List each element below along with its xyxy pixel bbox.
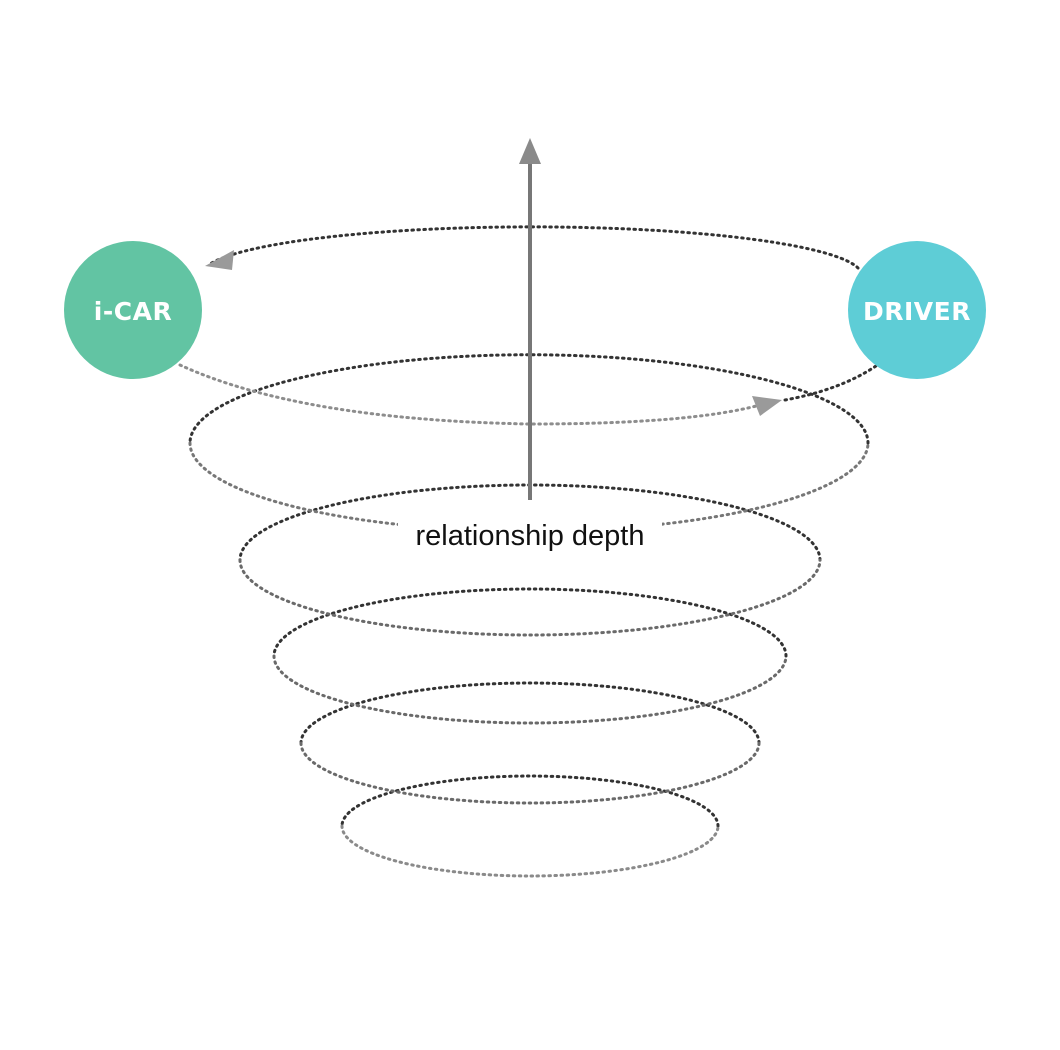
axis-label-background bbox=[398, 508, 662, 562]
driver-node-circle bbox=[848, 241, 986, 379]
axis-arrowhead bbox=[519, 138, 541, 164]
axis-label: relationship depth bbox=[416, 520, 645, 552]
driver-node: DRIVER bbox=[848, 241, 986, 379]
driver-node-label: DRIVER bbox=[863, 297, 971, 326]
arrowhead-to-icar bbox=[205, 250, 234, 270]
spiral-ring-6-front bbox=[340, 824, 720, 878]
spiral-ring-1-front-right bbox=[783, 364, 878, 402]
arrowhead-to-driver bbox=[752, 396, 782, 416]
spiral-ring-1-front bbox=[178, 363, 762, 426]
icar-node-label: i-CAR bbox=[94, 297, 172, 326]
spiral-ring-1-back bbox=[208, 225, 860, 270]
icar-node: i-CAR bbox=[64, 241, 202, 379]
depth-axis bbox=[519, 138, 541, 853]
icar-node-circle bbox=[64, 241, 202, 379]
